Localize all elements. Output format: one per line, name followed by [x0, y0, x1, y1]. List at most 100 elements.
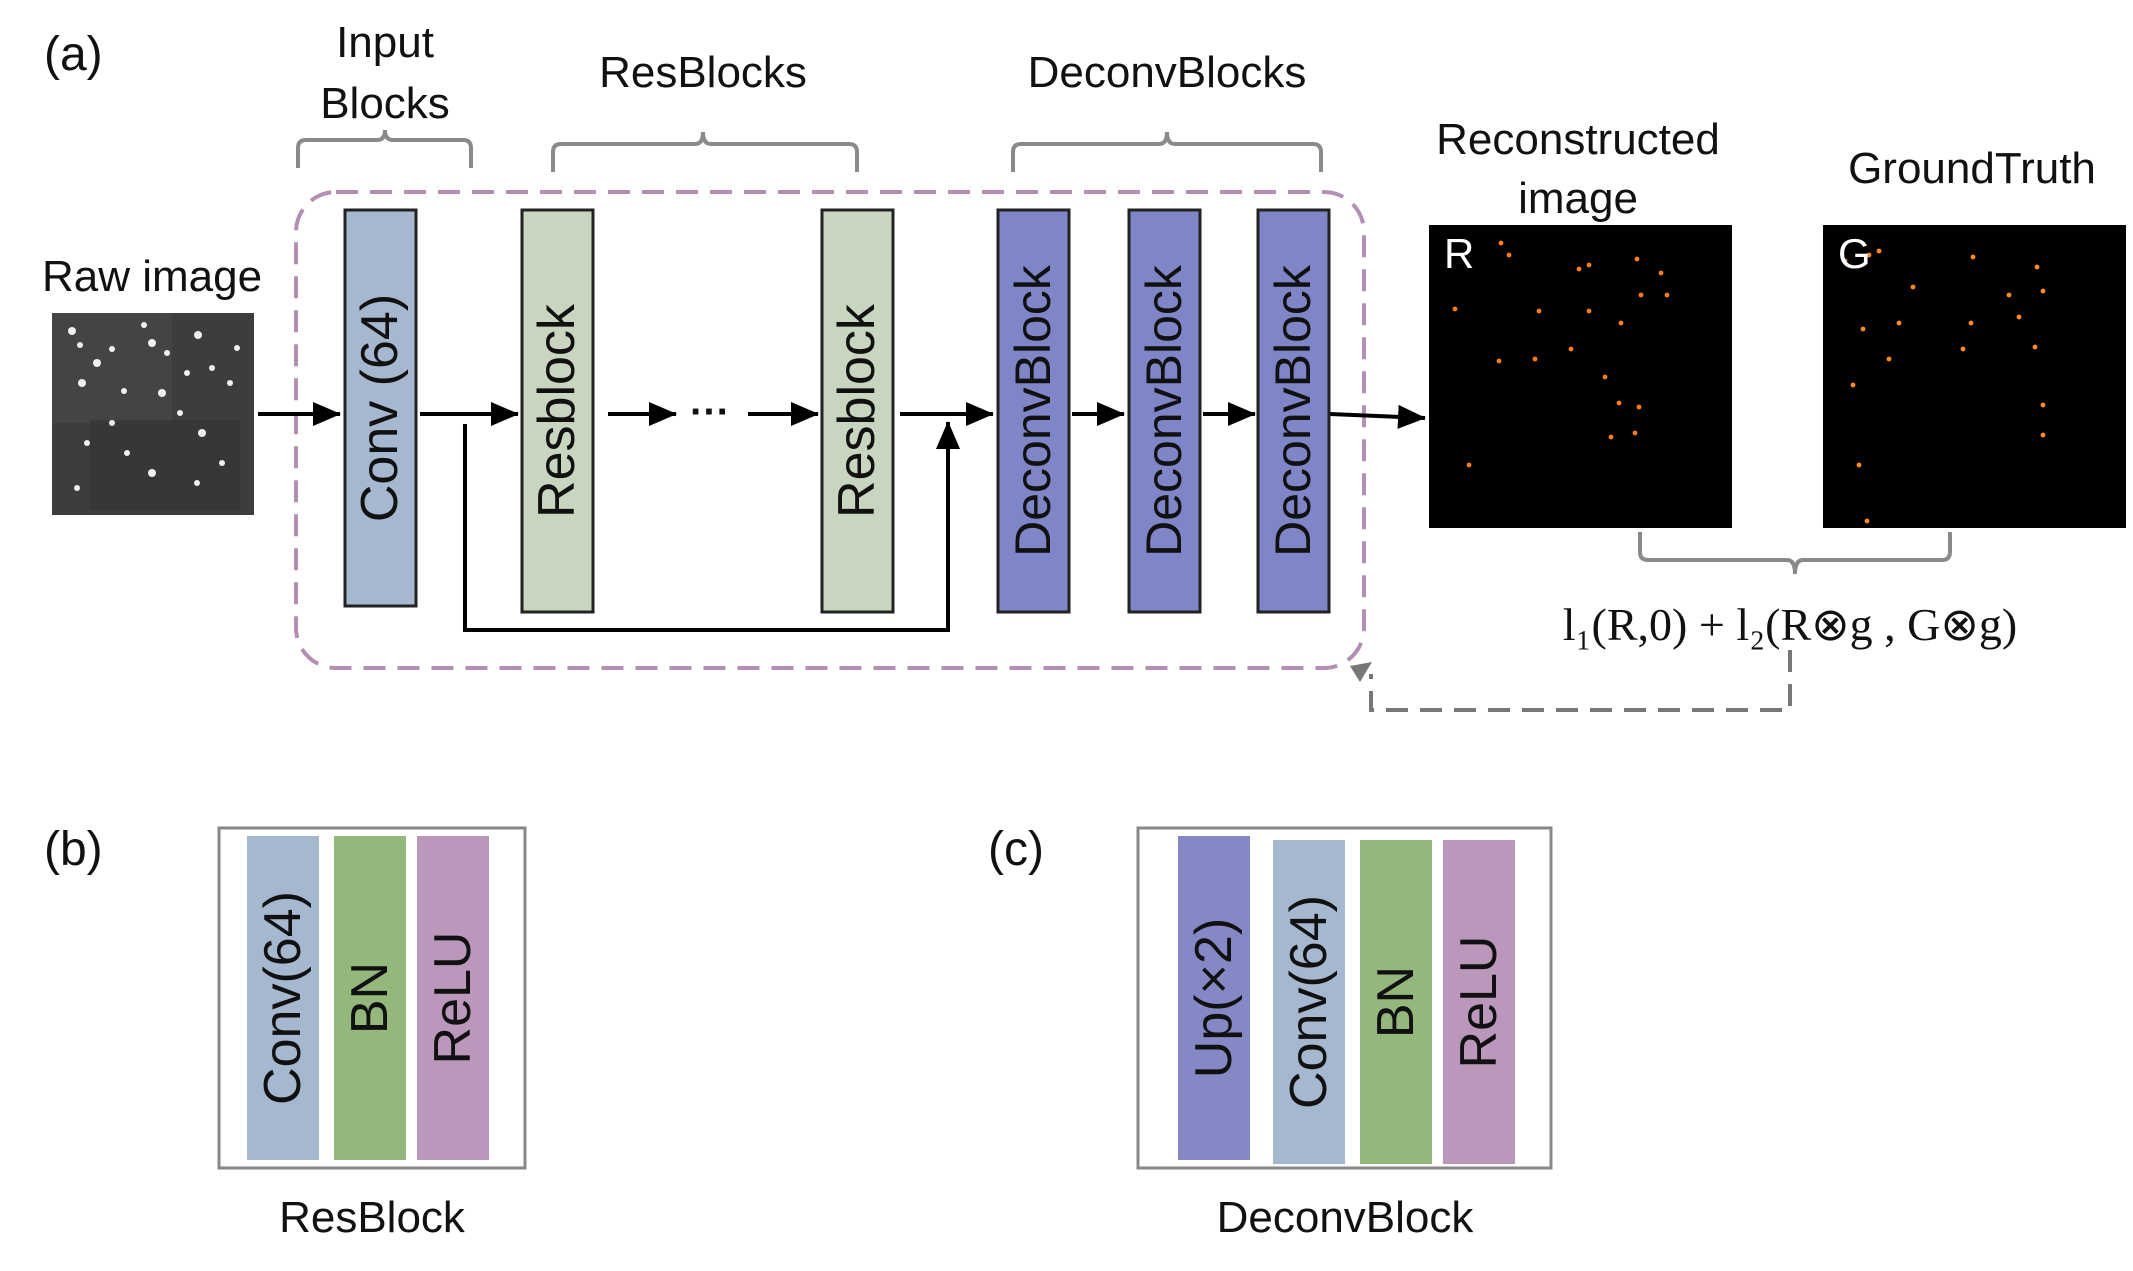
speckle-dot	[1586, 308, 1592, 314]
speckle-dot	[77, 342, 83, 348]
reconstructed-image: R	[1429, 225, 1732, 528]
ellipsis: ···	[690, 390, 730, 434]
speckle-dot	[148, 469, 156, 477]
resblocks-group-label: ResBlocks	[599, 48, 807, 97]
speckle-dot	[124, 450, 130, 456]
speckle-dot	[184, 370, 190, 376]
deconvblock-3-label: DeconvBlock	[1265, 264, 1321, 557]
speckle-dot	[2040, 432, 2046, 438]
deconv-layer-conv	[1273, 840, 1345, 1164]
speckle-dot	[1602, 374, 1608, 380]
deconvblock-1-label: DeconvBlock	[1005, 264, 1061, 557]
conv-block: Conv (64)	[343, 208, 418, 608]
speckle-dot	[2040, 402, 2046, 408]
speckle-dot	[2006, 292, 2012, 298]
speckle-dot	[1586, 262, 1592, 268]
speckle-dot	[1658, 270, 1664, 276]
speckle-dot	[2032, 344, 2038, 350]
speckle-dot	[1506, 252, 1512, 258]
speckle-dot	[1850, 382, 1856, 388]
speckle-dot	[1910, 284, 1916, 290]
speckle-dot	[1896, 320, 1902, 326]
panel-b-label: (b)	[44, 823, 103, 876]
speckle-dot	[1864, 518, 1870, 524]
speckle-dot	[141, 322, 147, 328]
raw-image	[52, 313, 254, 515]
speckle-dot	[1856, 462, 1862, 468]
resblock-2: Resblock	[820, 208, 895, 614]
resblock-layer-relu-label: ReLU	[424, 932, 482, 1065]
speckle-dot	[227, 380, 233, 386]
resblock-detail: Conv(64) BN ReLU	[217, 826, 527, 1170]
reconstructed-letter: R	[1444, 230, 1474, 277]
panel-a-label: (a)	[44, 28, 103, 81]
speckle-dot	[1842, 258, 1848, 264]
speckle-dot	[1466, 462, 1472, 468]
deconv-layer-bn	[1360, 840, 1432, 1164]
speckle-dot	[1616, 400, 1622, 406]
speckle-dot	[68, 327, 76, 335]
speckle-dot	[1576, 266, 1582, 272]
speckle-dot	[209, 365, 215, 371]
speckle-dot	[194, 480, 200, 486]
conv-block-label: Conv (64)	[351, 294, 409, 522]
speckle-dot	[78, 379, 86, 387]
speckle-dot	[164, 350, 170, 356]
speckle-dot	[1618, 320, 1624, 326]
speckle-dot	[234, 345, 240, 351]
deconvblock-2-label: DeconvBlock	[1136, 264, 1192, 557]
resblock-layer-conv-label: Conv(64)	[254, 891, 312, 1105]
resblock-1-label: Resblock	[528, 303, 586, 518]
resblock-1: Resblock	[520, 208, 595, 614]
feedback-arrow	[1369, 650, 1792, 712]
speckle-dot	[1860, 326, 1866, 332]
input-blocks-label-line2: Blocks	[320, 79, 450, 128]
panel-c-label: (c)	[988, 823, 1044, 876]
groundtruth-label: GroundTruth	[1848, 144, 2096, 193]
speckle-dot	[219, 460, 225, 466]
speckle-dot	[1638, 292, 1644, 298]
speckle-dot	[109, 420, 115, 426]
speckle-dot	[1532, 356, 1538, 362]
speckle-dot	[198, 429, 206, 437]
speckle-dot	[1634, 256, 1640, 262]
raw-image-label: Raw image	[42, 252, 262, 301]
speckle-dot	[84, 440, 90, 446]
loss-brace	[1638, 532, 1952, 575]
deconv-layer-conv-label: Conv(64)	[1280, 895, 1338, 1109]
speckle-dot	[1632, 430, 1638, 436]
speckle-dot	[1960, 346, 1966, 352]
resblock-layer-bn	[334, 836, 406, 1160]
resblock-layer-bn-label: BN	[341, 962, 399, 1034]
speckle-dot	[158, 389, 166, 397]
speckle-dot	[1866, 252, 1872, 258]
deconvblock-2: DeconvBlock	[1127, 208, 1202, 614]
reconstructed-label-line1: Reconstructed	[1436, 115, 1720, 164]
speckle-dot	[1886, 356, 1892, 362]
network-frame	[294, 190, 1366, 670]
deconvblock-detail: Up(×2) Conv(64) BN ReLU	[1136, 826, 1553, 1170]
deconv-layer-up	[1178, 836, 1250, 1160]
resblock-caption: ResBlock	[279, 1193, 466, 1242]
skip-connection	[463, 421, 960, 632]
speckle-dot	[1608, 434, 1614, 440]
reconstructed-label-line2: image	[1518, 174, 1638, 223]
input-blocks-label-line1: Input	[336, 18, 434, 67]
resblock-2-label: Resblock	[828, 303, 886, 518]
groundtruth-image: G	[1823, 225, 2126, 528]
input-blocks-brace	[296, 129, 473, 168]
resblocks-brace	[551, 131, 859, 172]
speckle-dot	[1876, 248, 1882, 254]
deconv-layer-up-label: Up(×2)	[1185, 918, 1243, 1078]
deconvblocks-brace	[1011, 131, 1323, 172]
loss-formula: l₁(R,0) + l₂(R⊗g , G⊗g)	[1563, 599, 2018, 650]
feedback-arrowhead	[1350, 662, 1372, 682]
speckle-dot	[148, 339, 156, 347]
speckle-dot	[194, 331, 202, 339]
speckle-dot	[1636, 404, 1642, 410]
speckle-dot	[1970, 254, 1976, 260]
speckle-dot	[74, 485, 80, 491]
deconvblock-1: DeconvBlock	[996, 208, 1071, 614]
